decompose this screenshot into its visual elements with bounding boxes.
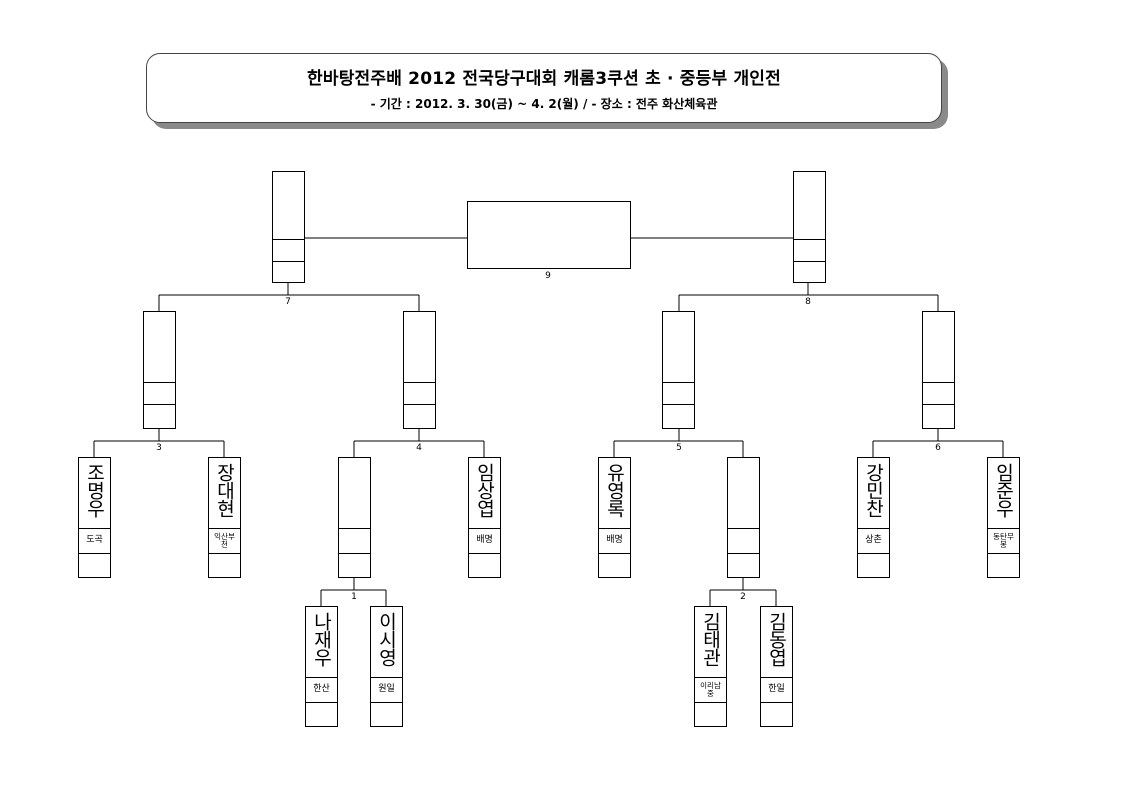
semifinal-slot-left (272, 171, 305, 283)
player-name: 임준우 (992, 463, 1015, 517)
final-match-box (467, 201, 631, 269)
match-number-2: 2 (740, 592, 746, 602)
tournament-dates-venue: - 기간 : 2012. 3. 30(금) ~ 4. 2(월) / - 장소 :… (370, 97, 718, 111)
player-school: 한일 (768, 684, 785, 694)
player-school: 동탄무봉 (993, 531, 1014, 549)
match-number-9: 9 (545, 271, 551, 281)
round1-slot-empty-right (727, 457, 760, 578)
match-number-6: 6 (935, 443, 941, 453)
player-box-2: 장대현 익산부천 (208, 457, 241, 578)
player-school: 이리남중 (700, 680, 721, 698)
round1-slot-empty-left (338, 457, 371, 578)
player-box-8: 이시영 원일 (370, 606, 403, 727)
player-school: 상촌 (865, 535, 882, 545)
player-school: 배명 (606, 535, 623, 545)
match-number-5: 5 (676, 443, 682, 453)
player-box-5: 강민찬 상촌 (857, 457, 890, 578)
player-school: 원일 (378, 684, 395, 694)
player-name: 김태관 (699, 612, 722, 666)
player-name: 장대현 (213, 463, 236, 517)
player-box-6: 임준우 동탄무봉 (987, 457, 1020, 578)
match-number-1: 1 (351, 592, 357, 602)
header-panel: 한바탕전주배 2012 전국당구대회 캐롬3쿠션 초 · 중등부 개인전 - 기… (146, 53, 942, 123)
tournament-title: 한바탕전주배 2012 전국당구대회 캐롬3쿠션 초 · 중등부 개인전 (307, 69, 781, 89)
player-name: 조명우 (83, 463, 106, 517)
player-name: 유영록 (603, 463, 626, 517)
semifinal-slot-right (793, 171, 826, 283)
player-school: 한산 (313, 684, 330, 694)
player-school: 배명 (476, 535, 493, 545)
quarterfinal-slot-4 (922, 311, 955, 429)
match-number-7: 7 (285, 297, 291, 307)
player-name: 강민찬 (862, 463, 885, 517)
match-number-3: 3 (156, 443, 162, 453)
player-box-4: 유영록 배명 (598, 457, 631, 578)
player-name: 이시영 (375, 612, 398, 666)
player-box-1: 조명우 도곡 (78, 457, 111, 578)
match-number-4: 4 (416, 443, 422, 453)
player-school: 익산부천 (214, 531, 235, 549)
player-box-7: 나재우 한산 (305, 606, 338, 727)
quarterfinal-slot-3 (662, 311, 695, 429)
player-box-10: 김동엽 한일 (760, 606, 793, 727)
player-school: 도곡 (86, 535, 103, 545)
player-name: 김동엽 (765, 612, 788, 666)
player-box-3: 임상엽 배명 (468, 457, 501, 578)
player-name: 나재우 (310, 612, 333, 666)
match-number-8: 8 (805, 297, 811, 307)
player-box-9: 김태관 이리남중 (694, 606, 727, 727)
quarterfinal-slot-2 (403, 311, 436, 429)
player-name: 임상엽 (473, 463, 496, 517)
quarterfinal-slot-1 (143, 311, 176, 429)
